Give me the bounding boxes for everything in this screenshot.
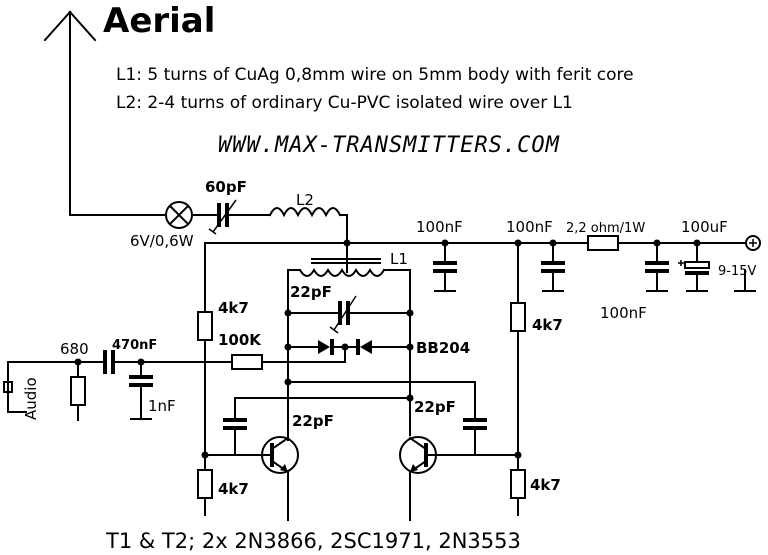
label-60pf: 60pF xyxy=(205,178,247,196)
label-1nf: 1nF xyxy=(148,397,176,415)
varicap-bb204 xyxy=(287,339,411,355)
inductor-l1 xyxy=(287,242,411,277)
aerial-title: Aerial xyxy=(103,1,215,41)
label-2-2-ohm: 2,2 ohm/1W xyxy=(566,221,645,236)
label-470nf: 470nF xyxy=(112,338,157,353)
label-100nf-a: 100nF xyxy=(416,218,463,236)
label-bb204: BB204 xyxy=(416,339,470,357)
cap-1nf xyxy=(129,361,153,420)
label-4k7-right-bottom: 4k7 xyxy=(530,476,561,494)
label-4k7-left-top: 4k7 xyxy=(218,299,249,317)
cap-100nf-a xyxy=(433,242,457,292)
note-l1: L1: 5 turns of CuAg 0,8mm wire on 5mm bo… xyxy=(116,65,634,85)
label-22pf-top: 22pF xyxy=(290,283,332,301)
cap-470nf xyxy=(103,350,115,374)
resistor-100k xyxy=(231,354,263,370)
label-680: 680 xyxy=(60,340,89,358)
supply-terminal xyxy=(734,235,761,292)
resistor-4k7-left-top xyxy=(197,311,213,341)
cap-100nf-b xyxy=(541,242,565,292)
transistor-t2 xyxy=(399,436,437,521)
resistor-4k7-right-bottom xyxy=(510,469,526,499)
resistor-4k7-right-top xyxy=(510,302,526,332)
resistor-680 xyxy=(70,361,86,421)
audio-jack xyxy=(3,361,79,413)
label-100k: 100K xyxy=(218,331,262,349)
website-link[interactable]: WWW.MAX-TRANSMITTERS.COM xyxy=(218,133,560,158)
label-22pf-left: 22pF xyxy=(292,412,334,430)
transistor-t1 xyxy=(261,429,299,521)
label-4k7-right-top: 4k7 xyxy=(532,316,563,334)
label-supply: 9-15V xyxy=(718,264,757,279)
note-l2: L2: 2-4 turns of ordinary Cu-PVC isolate… xyxy=(116,93,573,113)
label-100nf-c: 100nF xyxy=(600,304,647,322)
label-audio: Audio xyxy=(22,377,40,420)
label-100nf-b: 100nF xyxy=(506,218,553,236)
lamp-symbol xyxy=(165,201,193,229)
transistor-note: T1 & T2; 2x 2N3866, 2SC1971, 2N3553 xyxy=(105,529,521,553)
label-lamp: 6V/0,6W xyxy=(130,232,194,250)
label-4k7-left-bottom: 4k7 xyxy=(218,480,249,498)
inductor-l2 xyxy=(268,207,348,218)
label-22pf-right: 22pF xyxy=(414,398,456,416)
cap-100uf xyxy=(678,242,710,292)
antenna-symbol xyxy=(43,10,97,216)
resistor-4k7-left-bottom xyxy=(197,469,213,499)
cap-100nf-c xyxy=(645,242,669,292)
trimmer-cap-60pf xyxy=(208,199,237,235)
label-100uf: 100uF xyxy=(681,218,728,236)
resistor-2-2-ohm xyxy=(587,235,619,251)
cap-22pf-right xyxy=(287,381,519,456)
label-l1: L1 xyxy=(390,250,408,268)
cap-22pf-left xyxy=(204,397,411,456)
label-l2: L2 xyxy=(296,191,314,209)
trimmer-cap-22pf xyxy=(287,295,411,334)
